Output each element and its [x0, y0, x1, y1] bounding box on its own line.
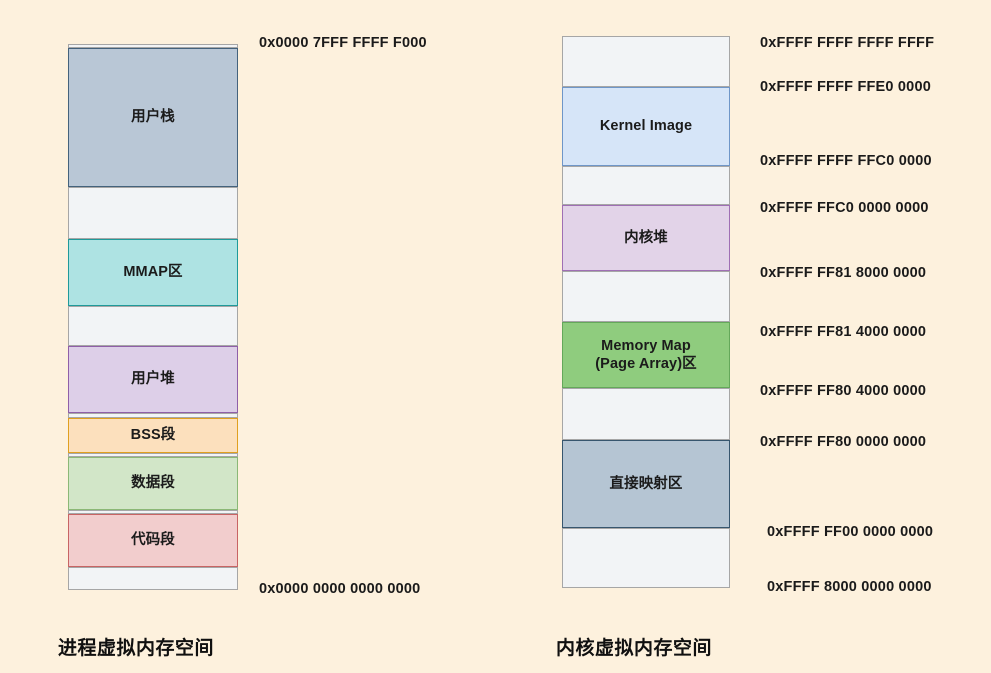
- data-segment-label: 数据段: [131, 475, 175, 492]
- process-space-caption: 进程虚拟内存空间: [58, 638, 215, 659]
- top-strip-block: [68, 44, 238, 48]
- gap-3-block: [562, 388, 730, 440]
- bottom-strip-block: [68, 567, 238, 590]
- addr-kernel-space-base: 0xFFFF 8000 0000 0000: [767, 579, 932, 595]
- gap-5-block: [68, 510, 238, 514]
- gap-2-block: [562, 271, 730, 322]
- addr-direct-map-base: 0xFFFF FF00 0000 0000: [767, 524, 934, 540]
- addr-kernel-image-base: 0xFFFF FFFF FFC0 0000: [760, 153, 932, 169]
- addr-memory-map-base: 0xFFFF FF80 4000 0000: [760, 383, 927, 399]
- kernel-memory-column: Kernel Image 内核堆 Memory Map(Page Array)区直接…: [562, 36, 730, 588]
- kernel-heap-block: 内核堆: [562, 205, 730, 271]
- kernel-image-label: Kernel Image: [599, 118, 693, 135]
- kernel-heap-label: 内核堆: [624, 229, 668, 246]
- gap-3-block: [68, 413, 238, 418]
- data-segment-block: 数据段: [68, 457, 238, 510]
- memory-map-region-block: Memory Map(Page Array)区: [562, 322, 730, 388]
- gap-bottom-block: [562, 528, 730, 588]
- bss-segment-block: BSS段: [68, 418, 238, 453]
- addr-memory-map-top: 0xFFFF FF81 4000 0000: [760, 324, 927, 340]
- addr-process-space-base: 0x0000 0000 0000 0000: [259, 581, 421, 597]
- gap-1-block: [562, 166, 730, 205]
- direct-mapping-area-label: 直接映射区: [609, 475, 683, 492]
- addr-user-stack-top: 0x0000 7FFF FFFF F000: [259, 35, 427, 51]
- memory-map-region-label: Memory Map(Page Array)区: [595, 337, 697, 372]
- addr-kernel-image-top: 0xFFFF FFFF FFE0 0000: [760, 79, 931, 95]
- addr-direct-map-top: 0xFFFF FF80 0000 0000: [760, 434, 927, 450]
- direct-mapping-area-block: 直接映射区: [562, 440, 730, 528]
- gap-2-block: [68, 306, 238, 346]
- process-memory-column: 用户栈 MMAP区用户堆 BSS段数据段代码段: [68, 44, 238, 590]
- addr-kernel-heap-top: 0xFFFF FFC0 0000 0000: [760, 200, 929, 216]
- text-segment-label: 代码段: [131, 532, 175, 549]
- mmap-region-label: MMAP区: [123, 264, 183, 281]
- gap-1-block: [68, 187, 238, 239]
- user-heap-block: 用户堆: [68, 346, 238, 413]
- user-heap-label: 用户堆: [131, 371, 175, 388]
- addr-kernel-top: 0xFFFF FFFF FFFF FFFF: [760, 35, 935, 51]
- gap-4-block: [68, 453, 238, 457]
- user-stack-label: 用户栈: [131, 109, 175, 126]
- mmap-region-block: MMAP区: [68, 239, 238, 306]
- kernel-space-caption: 内核虚拟内存空间: [556, 638, 713, 659]
- kernel-image-block: Kernel Image: [562, 87, 730, 166]
- gap-top-block: [562, 36, 730, 87]
- bss-segment-label: BSS段: [130, 427, 176, 444]
- addr-kernel-heap-base: 0xFFFF FF81 8000 0000: [760, 265, 927, 281]
- text-segment-block: 代码段: [68, 514, 238, 567]
- user-stack-block: 用户栈: [68, 48, 238, 187]
